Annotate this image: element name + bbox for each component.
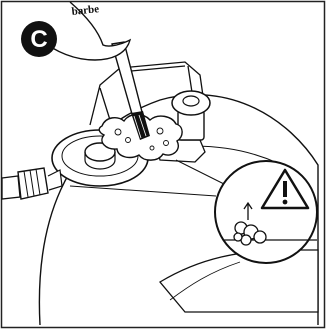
hose-clamp [18, 168, 48, 199]
valve-knob-cap [183, 96, 199, 106]
magnified-detail-circle [215, 161, 317, 263]
step-badge-letter: C [30, 26, 47, 53]
